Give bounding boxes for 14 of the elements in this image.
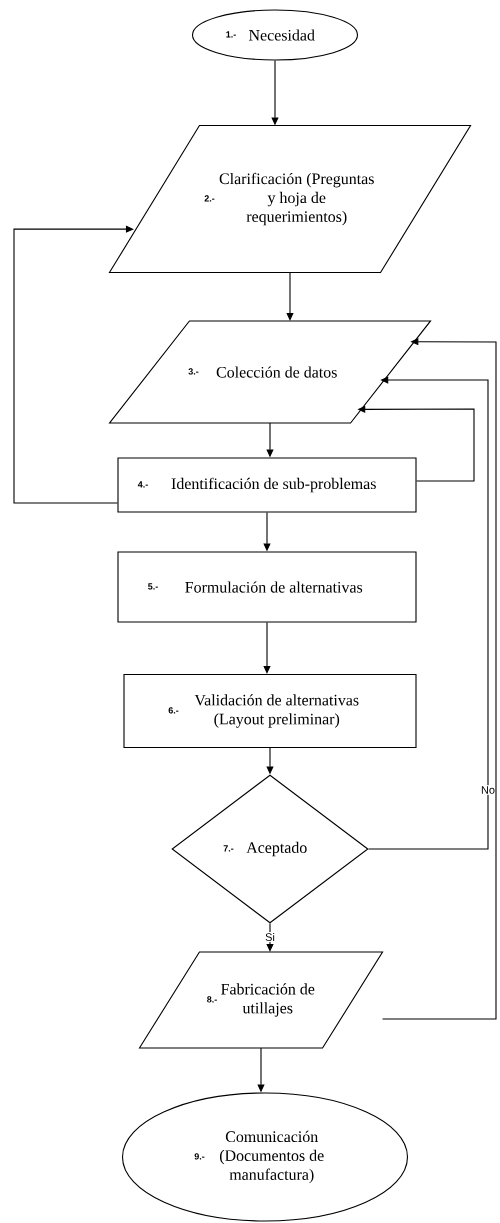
- arrow: [13, 225, 134, 504]
- data-parallelogram: 8.- Fabricación de utillajes: [138, 951, 384, 1049]
- arrow: [266, 923, 274, 952]
- edge-label: Si: [264, 932, 276, 943]
- process-box: 6.- Validación de alternativas (Layout preliminar): [123, 673, 417, 749]
- edge-label: No: [480, 785, 496, 795]
- data-parallelogram: 2.- Clarificación (Preguntas y hoja de requerimientos): [108, 124, 472, 274]
- arrow: [382, 338, 497, 1020]
- process-box: 5.- Formulación de alternativas: [117, 551, 417, 623]
- arrow: [368, 376, 489, 850]
- process-box: 4.- Identificación de sub-problemas: [117, 457, 417, 513]
- data-parallelogram: 3.- Colección de datos: [108, 320, 432, 424]
- arrow: [263, 622, 271, 674]
- arrow: [286, 272, 294, 321]
